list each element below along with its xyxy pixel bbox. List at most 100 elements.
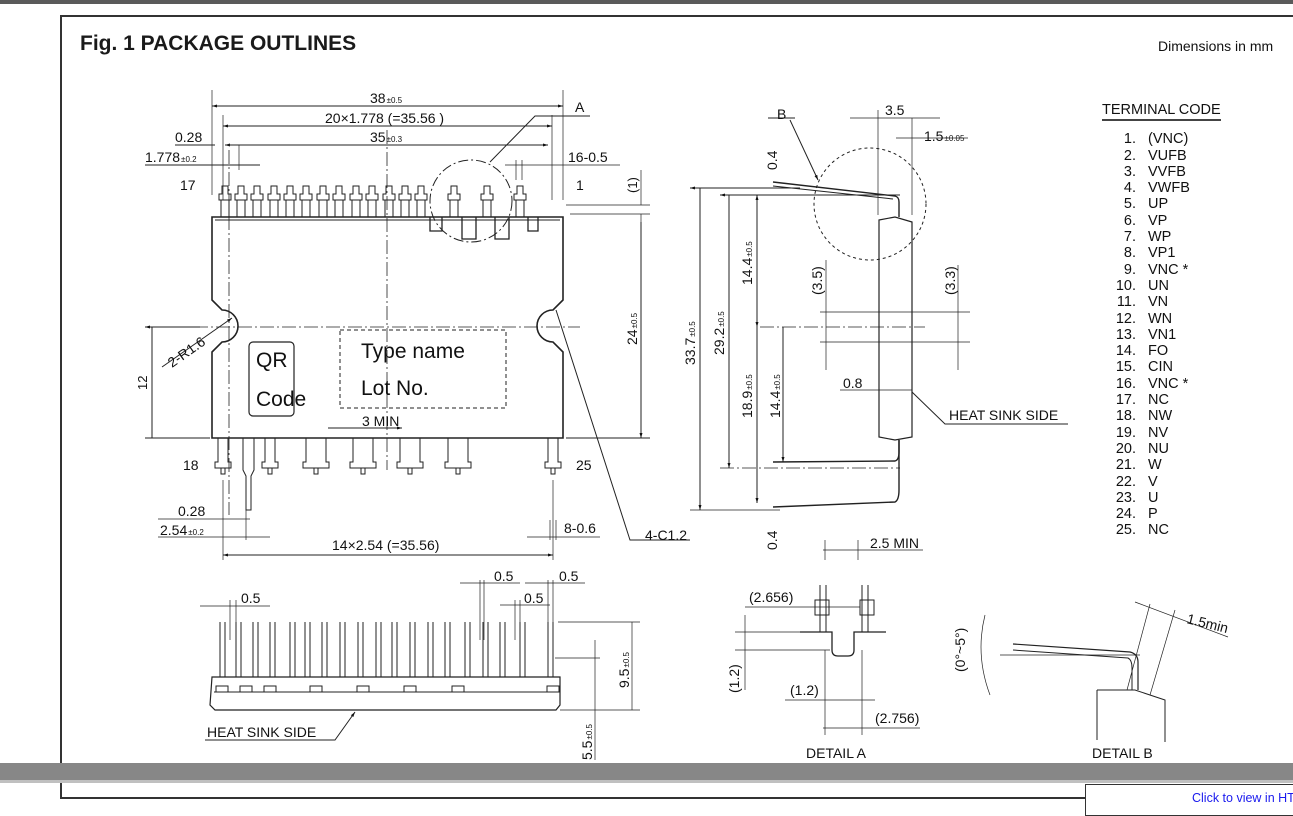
terminal-code-item: 24.P	[1102, 506, 1221, 522]
terminal-code-item: 12. WN	[1102, 311, 1221, 327]
viewer-toolbar	[0, 0, 1293, 4]
dim-front-2: 0.5	[494, 568, 514, 584]
terminal-name: VUFB	[1148, 147, 1187, 164]
terminal-name: VN	[1148, 294, 1169, 311]
dim-front-height: 9.5±0.5	[616, 651, 632, 688]
qr-label-2: Code	[256, 388, 306, 411]
front-pin	[321, 622, 328, 677]
dim-total: 33.7±0.5	[682, 321, 698, 365]
front-pin	[289, 622, 296, 677]
terminal-number: 7.	[1123, 229, 1136, 246]
terminal-name: NV	[1148, 424, 1169, 441]
terminal-name: (VNC)	[1148, 131, 1189, 148]
dim-front-1: 0.5	[241, 590, 261, 606]
dim-lower: 18.9±0.5	[739, 374, 755, 418]
terminal-code-item: 16.VNC *	[1102, 376, 1221, 392]
top-pin	[398, 185, 412, 217]
top-pin	[480, 185, 494, 217]
terminal-number: 6.	[1123, 212, 1136, 229]
terminal-number: 10.	[1115, 277, 1136, 294]
front-heat-sink-label: HEAT SINK SIDE	[207, 724, 316, 740]
front-body	[209, 676, 561, 711]
dim-upper: 14.4±0.5	[739, 241, 755, 285]
terminal-code-item: 22.V	[1102, 474, 1221, 490]
terminal-code-item: 18. NW	[1102, 408, 1221, 424]
bottom-pin	[261, 438, 279, 475]
terminal-number: 13.	[1115, 326, 1136, 343]
front-pin	[482, 622, 489, 677]
top-pin	[267, 185, 281, 217]
terminal-code-item: 9.VNC *	[1102, 262, 1221, 278]
top-pin	[250, 185, 264, 217]
detail-b-circle	[813, 147, 927, 261]
front-pin-foot	[451, 685, 465, 693]
terminal-code-item: 14.FO	[1102, 343, 1221, 359]
dim-pin-width: 0.28	[175, 129, 202, 145]
dim-height: 24±0.5	[624, 312, 640, 345]
top-pin	[234, 185, 248, 217]
detail-a-dim-1: (2.656)	[749, 589, 793, 605]
detail-a-label: DETAIL A	[806, 745, 867, 761]
terminal-name: V	[1148, 473, 1158, 490]
dim-lead-thickness-top: 0.4	[764, 150, 780, 170]
dim-hole-height: 12	[135, 376, 150, 390]
terminal-name: NW	[1148, 408, 1173, 425]
bottom-pin	[349, 438, 377, 475]
top-pin	[382, 185, 396, 217]
terminal-number: 25.	[1115, 522, 1136, 539]
terminal-code-item: 4.VWFB	[1102, 180, 1221, 196]
terminal-number: 21.	[1115, 457, 1136, 474]
front-pin-foot	[403, 685, 417, 693]
terminal-number: 17.	[1115, 392, 1136, 409]
dim-span: 35±0.3	[370, 129, 403, 145]
terminal-number: 19.	[1115, 424, 1136, 441]
type-name-label: Type name	[361, 340, 465, 363]
front-pin	[375, 622, 382, 677]
terminal-number: 5.	[1123, 196, 1136, 213]
terminal-code-item: 25. NC	[1102, 522, 1221, 538]
terminal-number: 3.	[1123, 163, 1136, 180]
dim-width: 38±0.5	[370, 90, 403, 106]
detail-b-label: DETAIL B	[1092, 745, 1153, 761]
detail-a-circle	[429, 159, 513, 243]
terminal-number: 15.	[1115, 359, 1136, 376]
terminal-code-item: 2.VUFB	[1102, 148, 1221, 164]
view-in-html-panel: Click to view in HT	[1085, 784, 1293, 816]
dim-thickness: 3.5	[885, 102, 905, 118]
front-pin	[339, 622, 346, 677]
terminal-number: 12.	[1115, 310, 1136, 327]
terminal-name: WN	[1148, 310, 1173, 327]
terminal-number: 20.	[1115, 440, 1136, 457]
view-in-html-link[interactable]: Click to view in HT	[1192, 791, 1293, 805]
top-pin	[283, 185, 297, 217]
marking-area	[339, 329, 507, 409]
bottom-pin	[214, 438, 232, 475]
terminal-name: P	[1148, 506, 1158, 523]
heat-sink-side-label: HEAT SINK SIDE	[949, 407, 1058, 423]
dim-front-4: 0.5	[559, 568, 579, 584]
terminal-name: VWFB	[1148, 180, 1190, 197]
terminal-name: VNC *	[1148, 261, 1189, 278]
dim-3min: 3 MIN	[362, 413, 399, 429]
dim-front-3: 0.5	[524, 590, 544, 606]
terminal-code-item: 19. NV	[1102, 425, 1221, 441]
dim-pitch-bottom: 2.54±0.2	[160, 522, 204, 538]
front-pin	[357, 622, 364, 677]
front-pin-foot	[309, 685, 323, 693]
terminal-number: 14.	[1115, 343, 1136, 360]
lot-no-label: Lot No.	[361, 377, 429, 400]
front-pin-foot	[239, 685, 253, 693]
terminal-number: 16.	[1115, 375, 1136, 392]
terminal-name: NC	[1148, 522, 1169, 539]
terminal-number: 18.	[1115, 408, 1136, 425]
terminal-code-item: 7.WP	[1102, 229, 1221, 245]
horizontal-scrollbar[interactable]	[0, 763, 1293, 780]
front-pin-foot	[263, 685, 277, 693]
front-pin	[219, 622, 226, 677]
front-pin	[252, 622, 259, 677]
front-pin	[304, 622, 311, 677]
qr-label-1: QR	[256, 349, 288, 372]
terminal-code-item: 13.VN1	[1102, 327, 1221, 343]
